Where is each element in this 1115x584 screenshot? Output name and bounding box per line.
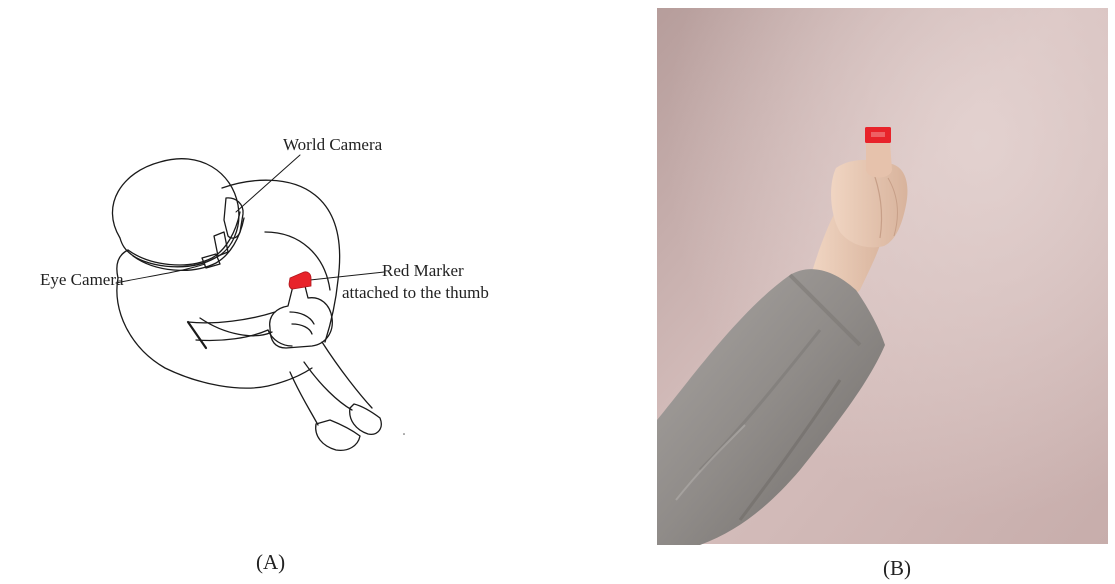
panel-b-caption: (B): [883, 558, 911, 579]
thumb: [866, 138, 892, 178]
